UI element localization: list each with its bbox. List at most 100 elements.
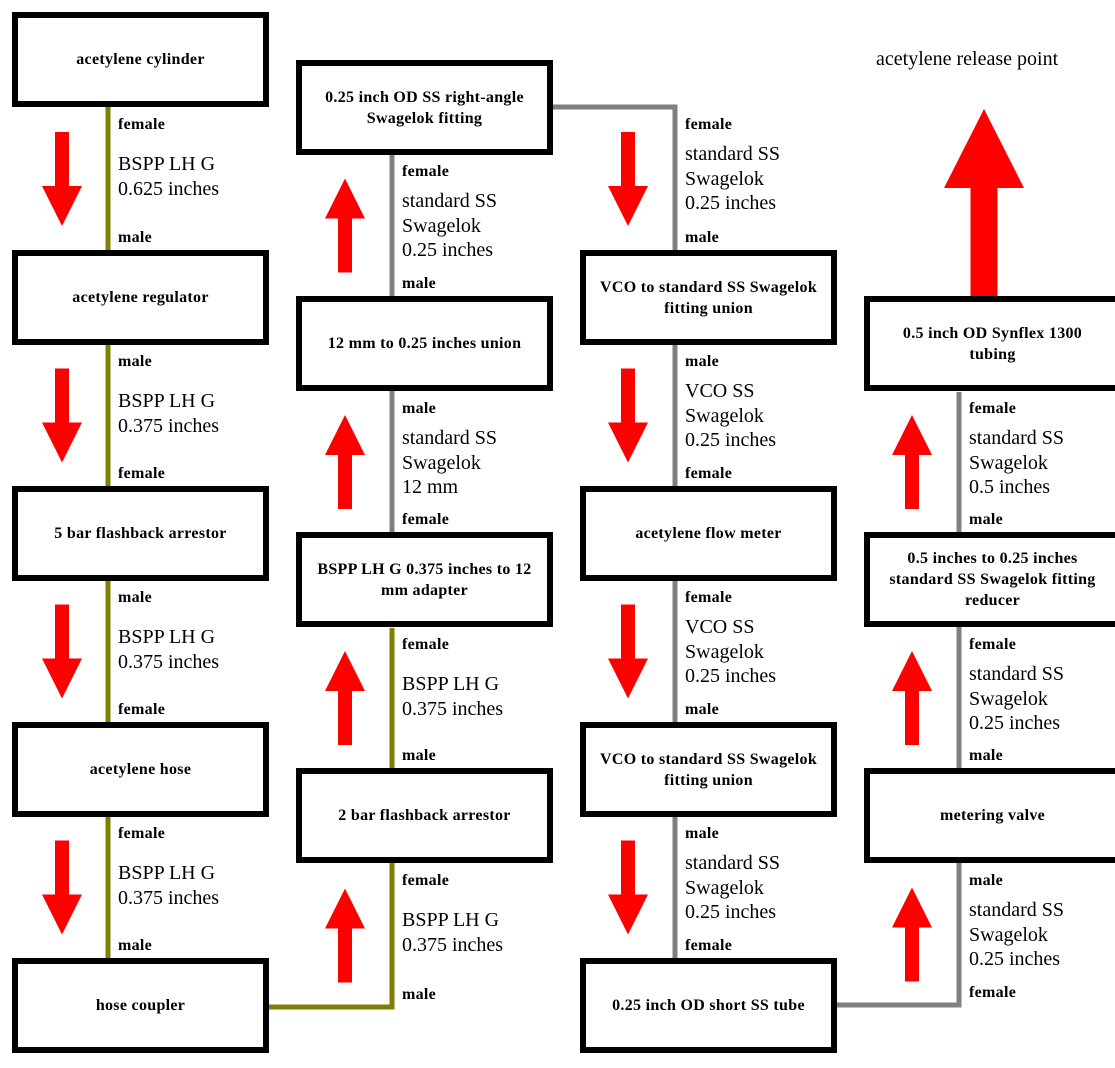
connector-spec-line: VCO SS [685,380,755,402]
connector-spec-line: Swagelok [969,451,1048,474]
connector-spec-line: 0.375 inches [118,414,220,437]
connector-top-gender: male [118,353,153,370]
steel-line-col3 [536,104,678,1005]
component-label: BSPP LH G 0.375 inches to 12 mm adapter [317,560,532,599]
flow-up-arrow-icon [325,651,365,745]
component-box: hose coupler [12,958,269,1053]
connector-spec-line: Swagelok [402,451,481,474]
connector-top-gender: female [402,636,450,653]
flow-down-arrow-icon [608,132,648,226]
connector-spec-line: Swagelok [685,876,764,899]
connector-top-gender: male [118,589,153,606]
connector-spec-line: 12 mm [402,476,459,498]
flow-down-arrow-icon [608,368,648,463]
connector-bottom-gender: female [118,701,166,718]
flow-down-arrow-icon [608,604,648,699]
flow-down-arrow-icon [42,132,82,226]
component-label: acetylene flow meter [635,525,782,542]
release-arrow-icon [944,109,1024,296]
component-box: acetylene flow meter [580,486,837,581]
component-label: 12 mm to 0.25 inches union [327,335,522,352]
connector-spec-line: Swagelok [402,214,481,237]
connector-spec-line: 0.375 inches [402,933,504,956]
component-label: VCO to standard SS Swagelok fitting unio… [599,750,818,789]
connector-spec-line: BSPP LH G [118,153,216,175]
connector-spec-line: BSPP LH G [118,390,216,412]
connector-bottom-gender: male [969,511,1004,528]
component-box: metering valve [864,768,1115,863]
component-label: 0.5 inch OD Synflex 1300 tubing [902,324,1083,363]
component-box: 12 mm to 0.25 inches union [296,296,553,391]
connector-spec-line: standard SS [969,427,1064,449]
connector-spec-line: 0.25 inches [685,901,777,923]
flow-down-arrow-icon [42,840,82,935]
component-label: 5 bar flashback arrestor [54,525,227,542]
connector-spec-line: BSPP LH G [118,862,216,884]
flow-up-arrow-icon [892,651,932,745]
connector-spec-line: 0.625 inches [118,177,220,200]
component-label: 0.25 inch OD SS right-angle Swagelok fit… [325,88,524,127]
connector-top-gender: male [402,400,437,417]
flow-down-arrow-icon [42,368,82,463]
connector-spec-line: standard SS [969,899,1064,921]
flow-up-arrow-icon [892,415,932,509]
connector-spec-line: Swagelok [969,923,1048,946]
component-box: 5 bar flashback arrestor [12,486,269,581]
connector-bottom-gender: male [118,937,153,954]
connector-bottom-gender: male [402,986,437,1003]
flow-down-arrow-icon [42,604,82,699]
connector-bottom-gender: male [685,701,720,718]
connector-spec-line: Swagelok [969,687,1048,710]
steel-line-col4 [820,392,962,1008]
connector-spec-line: 0.375 inches [118,650,220,673]
connector-spec-line: VCO SS [685,616,755,638]
connector-top-gender: male [685,825,720,842]
connector-bottom-gender: male [118,229,153,246]
connector-spec-line: standard SS [402,190,497,212]
component-box: 0.25 inch OD short SS tube [580,958,837,1053]
flow-down-arrow-icon [608,840,648,935]
component-box: 2 bar flashback arrestor [296,768,553,863]
connector-spec-line: standard SS [969,663,1064,685]
connector-spec-line: Swagelok [685,640,764,663]
connector-spec-line: 0.25 inches [402,239,494,261]
connector-bottom-gender: female [118,465,166,482]
connector-spec-line: standard SS [402,427,497,449]
connector-spec-line: 0.25 inches [685,192,777,214]
connector-top-gender: male [969,872,1004,889]
connector-spec-line: BSPP LH G [118,626,216,648]
connector-top-gender: female [402,163,450,180]
connector-bottom-gender: male [402,747,437,764]
connector-spec-line: standard SS [685,143,780,165]
connector-bottom-gender: female [402,511,450,528]
connector-top-gender: female [118,825,166,842]
brass-line-col2 [253,628,395,1010]
component-box: VCO to standard SS Swagelok fitting unio… [580,722,837,817]
connector-spec-line: Swagelok [685,167,764,190]
connector-bottom-gender: male [969,747,1004,764]
component-box: BSPP LH G 0.375 inches to 12 mm adapter [296,532,553,627]
component-label: acetylene hose [89,761,192,778]
connector-top-gender: female [402,872,450,889]
component-label: VCO to standard SS Swagelok fitting unio… [599,278,818,317]
flow-up-arrow-icon [325,415,365,509]
connector-bottom-gender: male [402,275,437,292]
component-box: acetylene cylinder [12,12,269,107]
connector-spec-line: 0.5 inches [969,476,1051,498]
component-label: 0.25 inch OD short SS tube [612,997,805,1014]
component-box: acetylene regulator [12,250,269,345]
connector-bottom-gender: female [685,465,733,482]
connector-top-gender: female [685,589,733,606]
connector-spec-line: 0.25 inches [969,712,1061,734]
connector-top-gender: female [118,116,166,133]
connector-spec-line: 0.375 inches [402,697,504,720]
component-label: acetylene cylinder [76,51,205,68]
connector-spec-line: 0.25 inches [685,665,777,687]
connector-top-gender: female [969,400,1017,417]
component-box: 0.5 inch OD Synflex 1300 tubing [864,296,1115,391]
connector-bottom-gender: female [685,937,733,954]
connector-spec-line: BSPP LH G [402,673,500,695]
component-label: metering valve [939,807,1046,824]
